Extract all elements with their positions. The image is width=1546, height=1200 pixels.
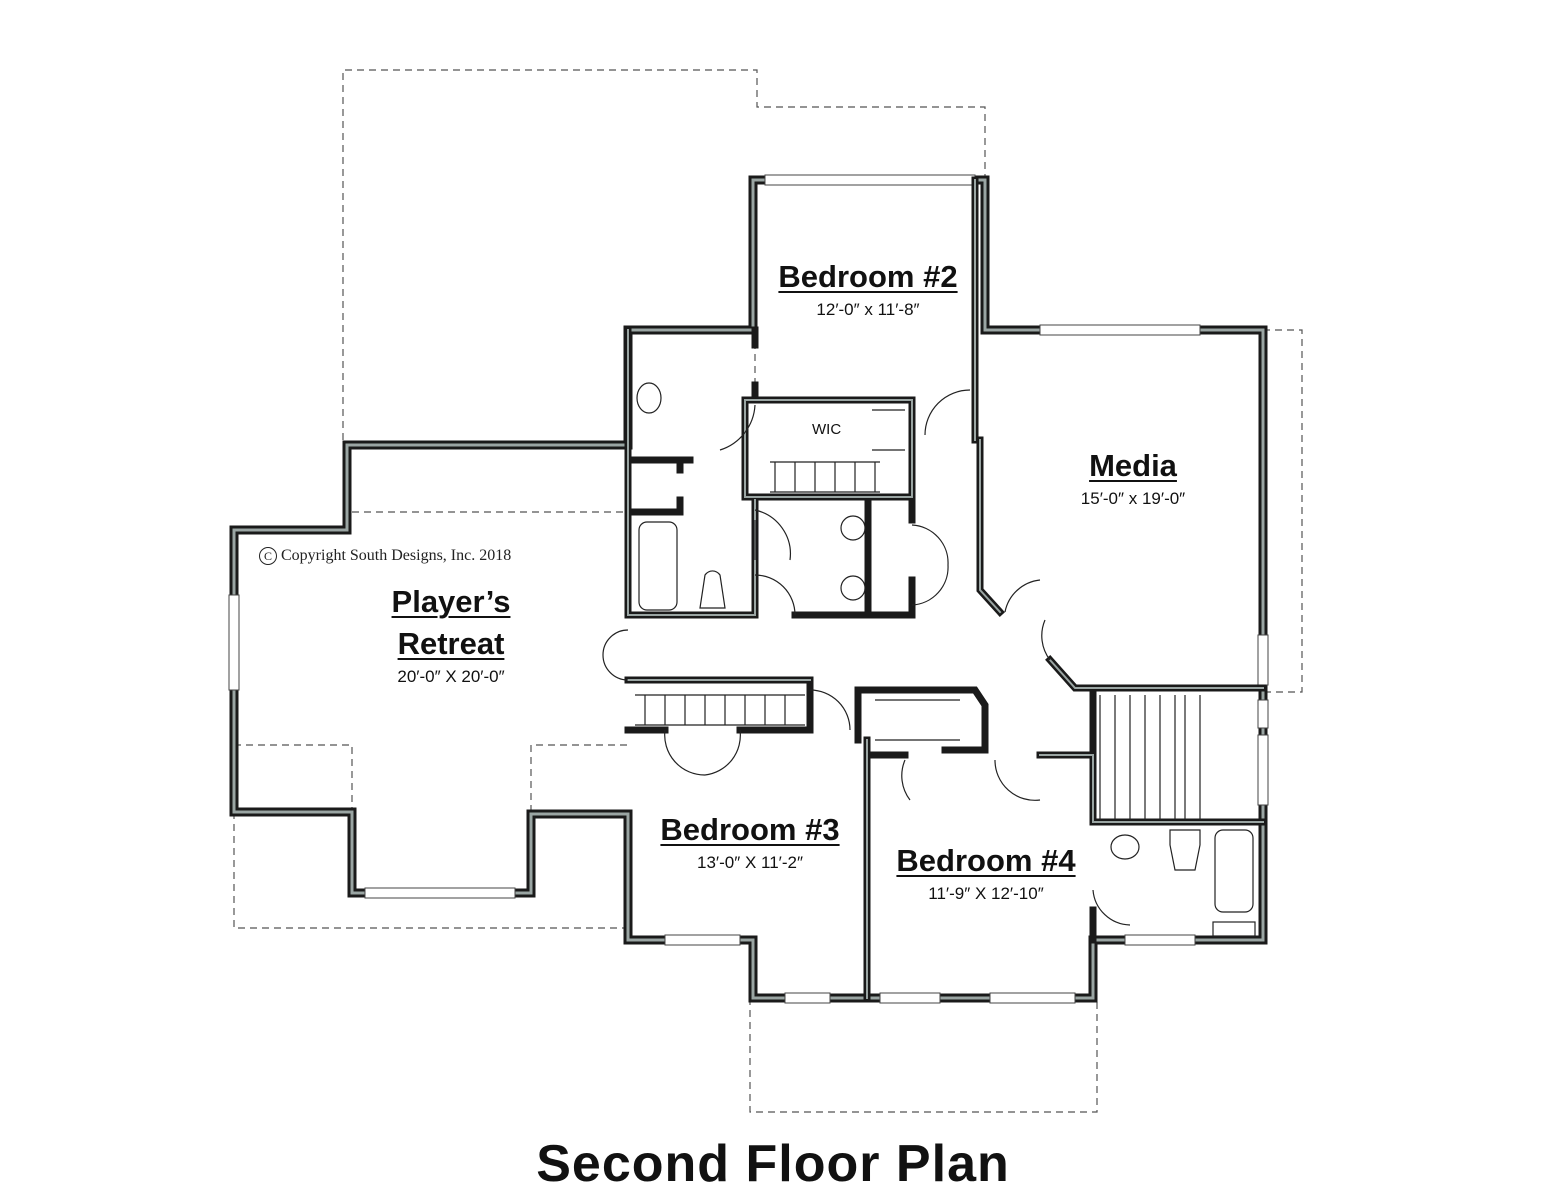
room-name: Bedroom #4 — [896, 843, 1076, 878]
room-dimensions: 15′-0″ x 19′-0″ — [1080, 489, 1186, 508]
fixtures — [635, 382, 1256, 937]
room-name: Bedroom #3 — [660, 812, 840, 847]
room-wic-label: WIC — [812, 421, 842, 438]
exterior-walls — [229, 175, 1268, 1003]
room-media: Media 15′-0″ x 19′-0″ — [1081, 447, 1185, 509]
copyright-symbol-icon: C — [259, 547, 277, 565]
windows — [228, 174, 1269, 1004]
room-dimensions: 11′-9″ X 12′-10″ — [928, 884, 1044, 903]
plan-title: Second Floor Plan — [536, 1135, 1010, 1193]
room-name: Media — [1089, 448, 1177, 483]
room-name-line-2: Retreat — [397, 626, 505, 661]
room-dimensions: 12′-0″ x 11′-8″ — [816, 300, 920, 319]
interior-walls — [624, 176, 1267, 1002]
copyright-text: Copyright South Designs, Inc. 2018 — [281, 547, 512, 564]
room-bedroom-2: Bedroom #2 12′-0″ x 11′-8″ — [778, 258, 957, 320]
room-bedroom-4: Bedroom #4 11′-9″ X 12′-10″ — [896, 842, 1075, 904]
door-swings — [602, 389, 1131, 926]
dashed-outlines — [233, 69, 1303, 1113]
room-players-retreat: Player’s Retreat 20′-0″ X 20′-0″ — [392, 583, 511, 687]
room-name: Bedroom #2 — [778, 259, 958, 294]
room-dimensions: 20′-0″ X 20′-0″ — [397, 667, 505, 686]
room-bedroom-3: Bedroom #3 13′-0″ X 11′-2″ — [660, 811, 839, 873]
room-dimensions: 13′-0″ X 11′-2″ — [697, 853, 803, 872]
room-name-line-1: Player’s — [391, 584, 511, 619]
